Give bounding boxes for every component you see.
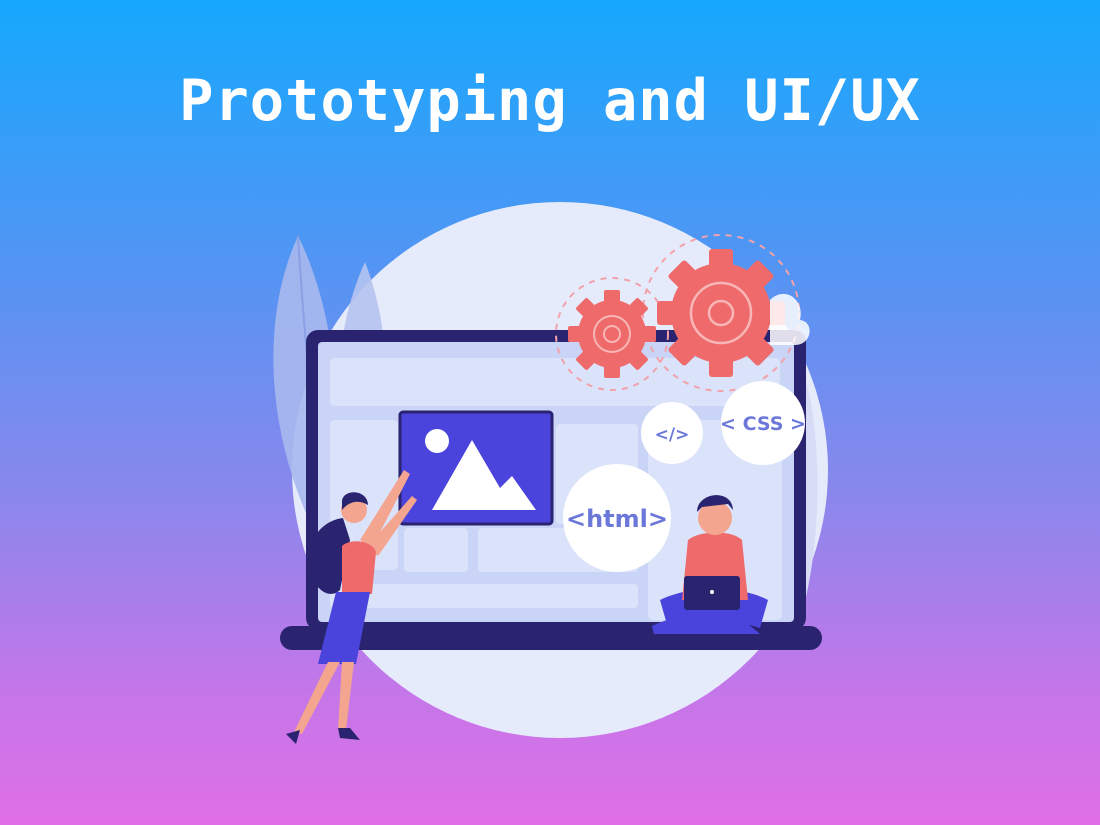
gear-icon <box>555 234 810 392</box>
code-icon: </> <box>641 402 703 464</box>
css-bubble-label: < CSS > <box>720 413 806 435</box>
html-bubble: <html> <box>563 464 671 572</box>
css-bubble: < CSS > <box>720 381 806 465</box>
screen-block <box>404 528 468 572</box>
screen-footer-block <box>330 584 638 608</box>
man-with-laptop <box>652 495 768 634</box>
image-icon <box>398 410 554 526</box>
page-title: Prototyping and UI/UX <box>179 68 921 134</box>
woman-figure <box>286 470 417 744</box>
code-bubble-label: </> <box>655 425 690 445</box>
html-bubble-label: <html> <box>566 505 668 533</box>
